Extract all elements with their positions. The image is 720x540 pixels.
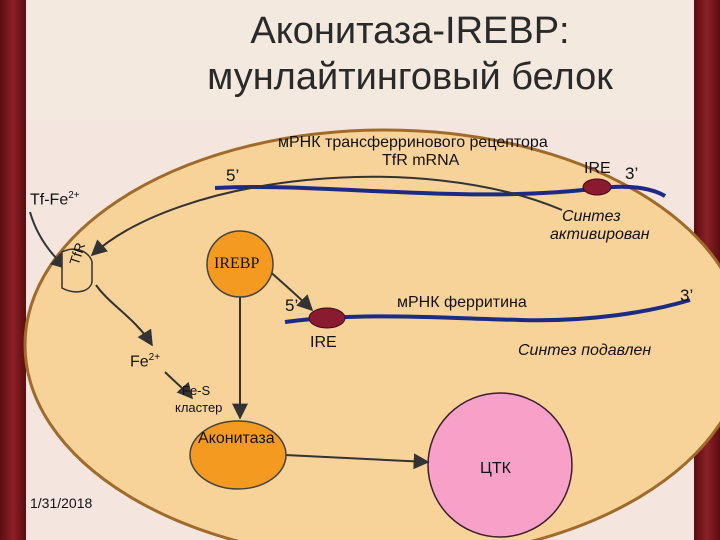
tf-fe-charge: 2+: [68, 190, 80, 201]
tca-label: ЦТК: [480, 460, 511, 477]
three-prime-top-label: 3’: [625, 164, 639, 183]
fes-label-line1: Fe-S: [182, 383, 211, 398]
left-pillar: [0, 0, 26, 540]
arrow-fe-to-fes: [164, 371, 194, 400]
tf-fe-text: Tf-Fe: [30, 191, 69, 209]
ire-top-label: IRE: [584, 160, 611, 177]
three-prime-bottom-label: 3’: [680, 286, 694, 305]
synthesis-activated-line2: активирован: [550, 226, 650, 243]
tfr-mrna-label: мРНК трансферринового рецептора: [278, 134, 548, 151]
five-prime-top-label: 5’: [226, 166, 240, 185]
aconitase-ellipse: [189, 420, 287, 490]
ferritin-ire-loop: [308, 307, 346, 329]
synthesis-suppressed-label: Синтез подавлен: [518, 342, 652, 359]
tfr-ire-loop: [582, 178, 612, 196]
synthesis-activated-line1: Синтез: [562, 208, 621, 225]
ire-bottom-label: IRE: [310, 334, 337, 351]
arrow-synthesis-to-receptor: [90, 175, 563, 257]
tfr-mrna-en-label: TfR mRNA: [382, 152, 460, 169]
ferritin-mrna-label: мРНК ферритина: [397, 294, 527, 311]
fe-label: Fe2+: [130, 352, 160, 371]
page-title-line1: Аконитаза-IREBP:: [250, 10, 570, 52]
irebp-circle: [206, 230, 274, 298]
irebp-label: IREBP: [214, 255, 260, 272]
ferritin-mrna-line: [284, 298, 691, 324]
aconitase-label: Аконитаза: [198, 430, 275, 447]
arrow-receptor-to-fe: [95, 284, 153, 347]
fes-label-line2: кластер: [175, 400, 223, 415]
arrow-aconitase-to-tca: [284, 453, 430, 470]
page-title-line2: мунлайтинговый белок: [207, 56, 613, 98]
five-prime-bottom-label: 5’: [285, 296, 299, 315]
tfr-mrna-line: [214, 184, 667, 198]
tf-fe-label: Tf-Fe2+: [30, 190, 80, 209]
fe-text: Fe: [130, 353, 149, 371]
title-area: [26, 0, 694, 120]
fe-charge: 2+: [148, 352, 161, 363]
tfr-receptor: [61, 248, 93, 293]
slide-date: 1/31/2018: [30, 495, 93, 511]
